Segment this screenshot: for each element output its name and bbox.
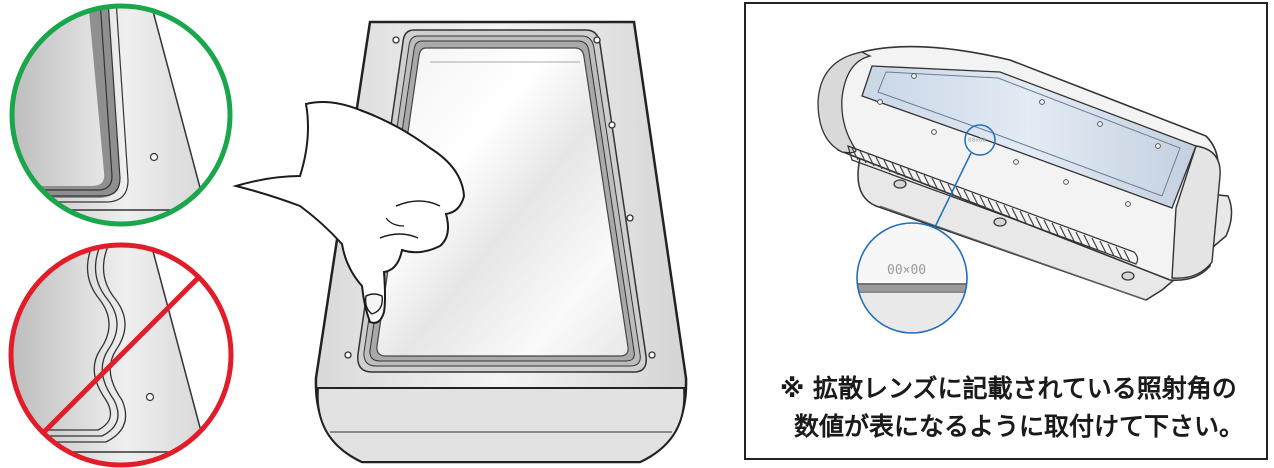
wrong-detail [8, 242, 234, 468]
fixture-top-view [232, 20, 688, 464]
installation-note: ※ 拡散レンズに記載されている照射角の 数値が表になるように取付けて下さい。 [780, 370, 1260, 446]
fixture-front-face [316, 387, 686, 463]
note-line-1: ※ 拡散レンズに記載されている照射角の [780, 374, 1237, 403]
lens-top-glass [861, 65, 1197, 209]
prohibition-icon [8, 242, 234, 468]
note-line-2: 数値が表になるように取付けて下さい。 [794, 412, 1245, 441]
diffusion-lens [376, 47, 629, 357]
lens-marking-small: 00×00 [968, 137, 986, 144]
lens-marking-magnified: 00×00 [887, 263, 926, 278]
lens-marking-highlight [964, 124, 996, 156]
check-circle-icon [9, 3, 233, 227]
heat-fins [851, 147, 1131, 263]
hand-pressing-gasket [232, 101, 466, 324]
callout-leader-line [934, 152, 972, 228]
lens-marking-callout: 00×00 [856, 222, 968, 334]
correct-detail [9, 3, 233, 227]
